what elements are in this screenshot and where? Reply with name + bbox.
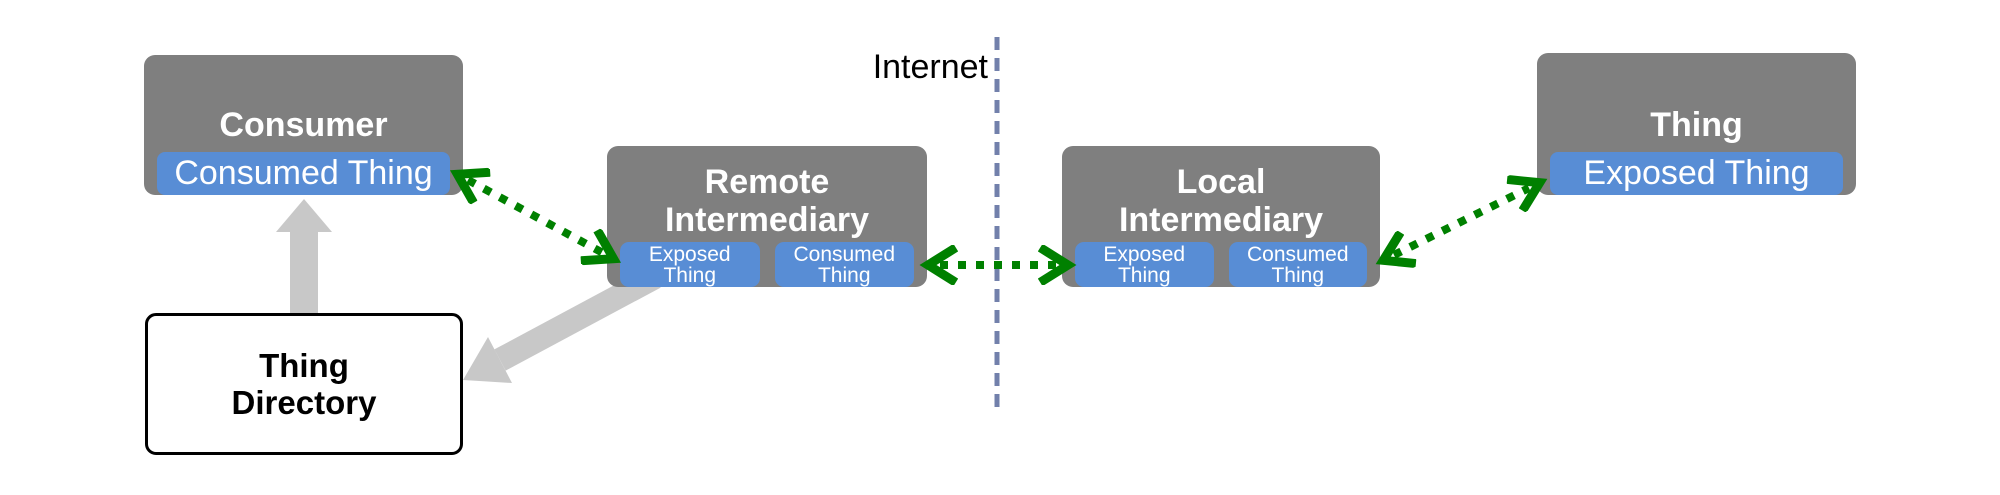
- local-exposed-thing-box: Exposed Thing: [1075, 242, 1214, 287]
- internet-label: Internet: [872, 48, 988, 86]
- local-intermediary-sub-row: Exposed Thing Consumed Thing: [1075, 242, 1367, 287]
- directory-to-consumer-arrow-shaft: [290, 228, 318, 314]
- thing-directory-node: Thing Directory: [145, 313, 463, 455]
- consumer-remote-interaction-arrow: [468, 180, 603, 253]
- remote-to-directory-arrowhead: [463, 337, 512, 383]
- remote-intermediary-sub-row: Exposed Thing Consumed Thing: [620, 242, 914, 287]
- thing-exposed-thing-bar: Exposed Thing: [1550, 152, 1843, 195]
- local-thing-interaction-arrow: [1394, 188, 1529, 255]
- local-intermediary-title: Local Intermediary: [1118, 163, 1324, 239]
- remote-exposed-thing-box: Exposed Thing: [620, 242, 760, 287]
- local-consumed-thing-box: Consumed Thing: [1228, 242, 1367, 287]
- remote-consumed-thing-box: Consumed Thing: [774, 242, 914, 287]
- thing-title: Thing: [1650, 106, 1743, 144]
- thing-directory-title: Thing Directory: [231, 347, 377, 421]
- directory-to-consumer-arrowhead: [276, 199, 332, 232]
- remote-intermediary-title: Remote Intermediary: [664, 163, 870, 239]
- thing-node: Thing Exposed Thing: [1537, 53, 1856, 195]
- local-intermediary-node: Local Intermediary Exposed Thing Consume…: [1062, 146, 1380, 287]
- remote-intermediary-node: Remote Intermediary Exposed Thing Consum…: [607, 146, 927, 287]
- consumer-title: Consumer: [219, 106, 388, 144]
- consumer-node: Consumer Consumed Thing: [144, 55, 463, 195]
- remote-to-directory-arrow-shaft: [494, 266, 661, 371]
- consumer-consumed-thing-bar: Consumed Thing: [157, 152, 450, 195]
